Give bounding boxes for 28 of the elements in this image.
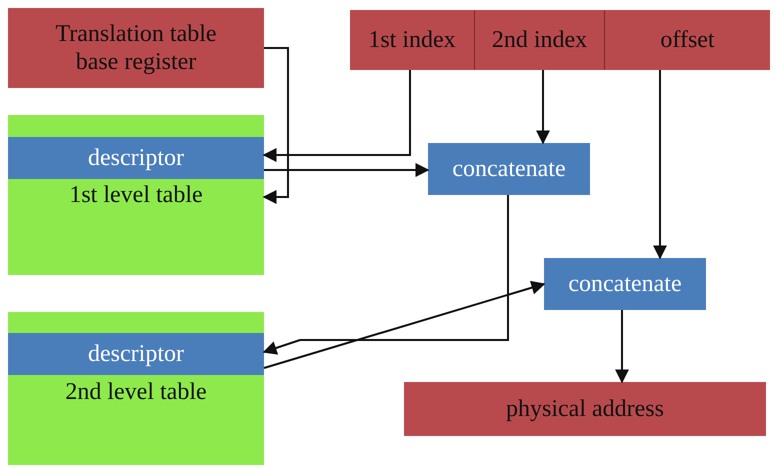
table-box bbox=[8, 312, 264, 465]
node-label: 1st index bbox=[367, 26, 457, 54]
descriptor-band bbox=[8, 137, 264, 179]
address-bar bbox=[350, 10, 770, 70]
register-box bbox=[8, 8, 264, 88]
table-box bbox=[8, 115, 264, 275]
table-label: 2nd level table bbox=[64, 378, 208, 406]
arrow bbox=[264, 163, 430, 177]
arrow bbox=[653, 70, 667, 260]
process-box bbox=[544, 258, 706, 310]
descriptor-band bbox=[8, 333, 264, 375]
node-label: concatenate bbox=[451, 155, 567, 183]
node-label: descriptor bbox=[87, 340, 185, 368]
node-label: concatenate bbox=[567, 270, 683, 298]
table-label: 1st level table bbox=[68, 181, 204, 209]
arrow bbox=[536, 70, 550, 144]
arrow bbox=[262, 70, 411, 162]
node-label: 2nd index bbox=[490, 26, 588, 54]
arrow bbox=[264, 280, 546, 369]
arrow bbox=[615, 310, 629, 384]
process-box bbox=[428, 143, 590, 195]
node-label: Translation table base register bbox=[54, 20, 218, 76]
node-label: descriptor bbox=[87, 144, 185, 172]
result-box bbox=[404, 382, 766, 436]
arrow bbox=[262, 47, 289, 204]
node-label: offset bbox=[659, 26, 716, 54]
arrow bbox=[262, 195, 509, 355]
node-label: physical address bbox=[505, 395, 665, 423]
